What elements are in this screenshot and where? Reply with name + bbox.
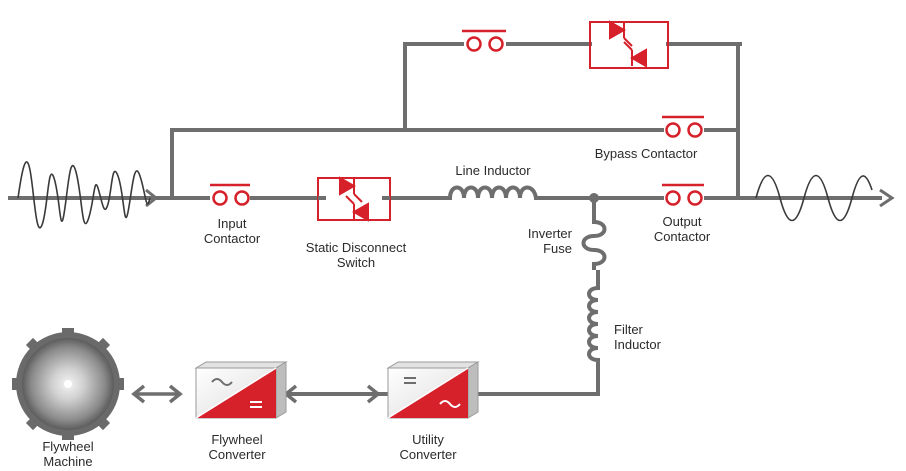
converter-icon xyxy=(386,361,480,419)
bypass-contactor-label: Bypass Contactor xyxy=(595,146,698,161)
label-line: Bypass Contactor xyxy=(594,146,698,161)
utility-converter-label: Utility Converter xyxy=(399,432,456,462)
label-line: Input xyxy=(217,216,247,231)
inductor-coil-icon xyxy=(448,185,538,199)
label-line: Contactor xyxy=(653,229,711,244)
input-contactor-label: Input Contactor xyxy=(204,216,260,246)
double-arrow-icon xyxy=(131,384,183,404)
bypass-contactor-symbol xyxy=(662,115,704,138)
label-line: Contactor xyxy=(203,231,261,246)
static-disconnect-switch-label: Static Disconnect Switch xyxy=(306,240,406,270)
label-line: Fuse xyxy=(543,241,572,256)
inductor-coil-icon xyxy=(587,270,600,388)
label-line: Inductor xyxy=(614,337,661,352)
sine-wave-output-icon xyxy=(755,174,873,222)
signal-arrows xyxy=(145,188,895,208)
bypass-line xyxy=(170,128,664,200)
converter-icon xyxy=(194,361,288,419)
thyristor-switch-icon xyxy=(589,20,669,69)
inverter-branch xyxy=(466,386,600,396)
label-line: Inverter xyxy=(527,226,572,241)
wiring xyxy=(8,42,882,396)
thyristor-switch-icon xyxy=(317,176,391,222)
label-line: Line Inductor xyxy=(455,163,531,178)
junction-node xyxy=(589,193,599,203)
label-line: Utility xyxy=(412,432,444,447)
flywheel-converter-label: Flywheel Converter xyxy=(208,432,265,462)
label-line: Flywheel xyxy=(211,432,263,447)
upper-bypass-line xyxy=(403,42,464,132)
flywheel-machine-label: Flywheel Machine xyxy=(42,439,93,469)
sine-wave-input-icon xyxy=(17,161,151,229)
output-contactor-symbol xyxy=(662,183,704,206)
filter-inductor-label: Filter Inductor xyxy=(614,322,661,352)
double-arrow-icon xyxy=(283,384,381,404)
inverter-fuse-label: Inverter Fuse xyxy=(528,226,572,256)
label-line: Output xyxy=(662,214,702,229)
contactor-icon xyxy=(210,29,704,206)
line-inductor-label: Line Inductor xyxy=(455,163,530,178)
label-line: Converter xyxy=(399,447,457,462)
inverter-fuse-icon xyxy=(581,220,607,270)
label-line: Converter xyxy=(208,447,266,462)
input-contactor-symbol xyxy=(210,183,250,206)
label-line: Filter xyxy=(614,322,643,337)
flywheel-icon xyxy=(12,328,124,440)
label-line: Switch xyxy=(336,255,376,270)
output-contactor-label: Output Contactor xyxy=(654,214,710,244)
upper-bypass-contactor-symbol xyxy=(462,29,506,52)
label-line: Machine xyxy=(43,454,93,469)
label-line: Static Disconnect xyxy=(305,240,407,255)
label-line: Flywheel xyxy=(42,439,94,454)
